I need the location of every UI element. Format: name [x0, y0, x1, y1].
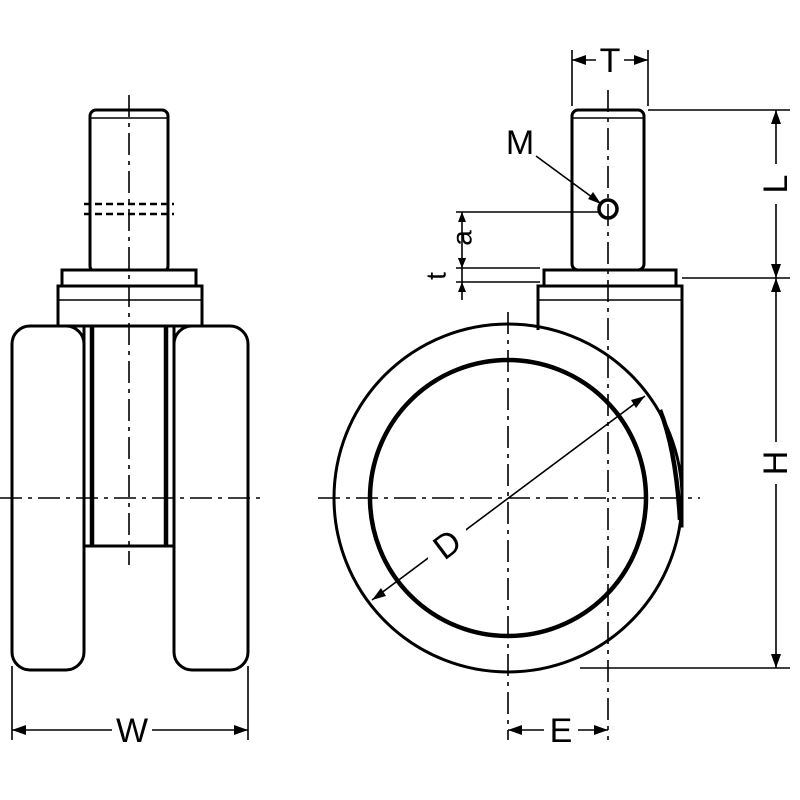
e-label: E: [550, 712, 573, 750]
t-arrow-right: [634, 55, 648, 65]
w-label: W: [116, 712, 148, 750]
d-dimension-line: [371, 395, 646, 601]
d-label-bg: [428, 526, 466, 562]
l-label-bg: [758, 164, 794, 204]
m-leader-line: [535, 155, 601, 204]
h-label: H: [757, 451, 795, 476]
h-arrow-bottom: [771, 654, 781, 668]
w-label-bg: [112, 712, 152, 748]
d-arrow-lower: [372, 588, 386, 600]
t-small-arrow-top: [458, 258, 466, 268]
front-view: W: [0, 95, 262, 750]
t-small-arrow-bottom: [458, 282, 466, 292]
w-arrow-right: [234, 725, 248, 735]
t-label-bg: [596, 42, 624, 78]
e-label-bg: [544, 712, 578, 748]
h-label-bg: [758, 442, 794, 484]
h-arrow-top: [771, 278, 781, 292]
front-housing: [56, 284, 204, 328]
t-arrow-left: [572, 55, 586, 65]
a-arrow-top: [458, 212, 466, 222]
l-arrow-bottom: [771, 264, 781, 278]
l-arrow-top: [771, 110, 781, 124]
side-housing-edge-right: [657, 409, 683, 521]
e-arrow-left: [508, 725, 522, 735]
l-label: L: [757, 175, 795, 194]
side-view: D E T M L H: [318, 42, 795, 750]
e-arrow-right: [594, 725, 608, 735]
a-label: a: [447, 230, 478, 246]
side-collar: [542, 268, 678, 288]
m-leader-arrow: [588, 192, 601, 204]
d-arrow-upper: [631, 396, 645, 408]
t-small-label: t: [421, 272, 452, 280]
t-label: T: [600, 42, 621, 80]
m-label: M: [506, 124, 534, 162]
w-arrow-left: [12, 725, 26, 735]
